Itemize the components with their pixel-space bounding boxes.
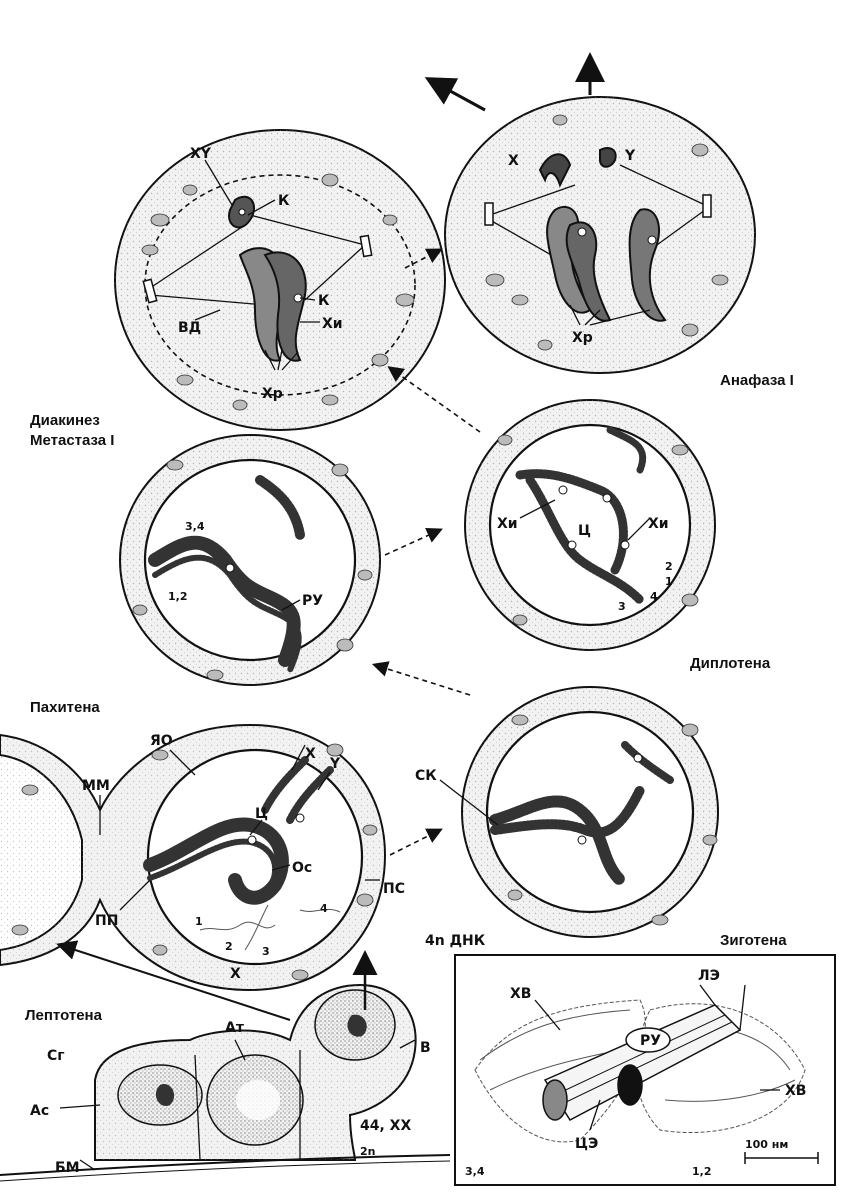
label-centromere: Ц: [578, 523, 591, 539]
label-chiasma: Хи: [497, 516, 518, 532]
dashed-arrow-icon: [371, 248, 481, 856]
stage-title-zygotene: Зиготена: [720, 932, 787, 949]
label-2: 2: [665, 560, 673, 573]
label-synaptonemal-complex: СК: [415, 768, 437, 784]
label-basement-membrane: БМ: [55, 1160, 80, 1176]
anaphase-cell: X Y Хр: [444, 96, 756, 374]
label-kinetochore: К: [318, 293, 330, 309]
stage-title-leptotene: Лептотена: [25, 1007, 103, 1024]
label-dna-4n: 4n ДНК: [425, 933, 486, 949]
label-centromere: Ц: [255, 806, 268, 822]
label-x: X: [305, 746, 316, 762]
label-1-2: 1,2: [692, 1165, 712, 1178]
label-chromatid: Хр: [572, 330, 593, 346]
label-central-element: ЦЭ: [575, 1136, 598, 1152]
label-xy: XY: [190, 146, 212, 162]
label-sex-body: Ос: [292, 860, 312, 876]
arrow-icon: [56, 940, 291, 1021]
stage-title-anaphase: Анафаза I: [720, 372, 794, 389]
label-1: 1: [195, 915, 203, 928]
metaphase-cell: XY К К Хи ВД Хр: [114, 129, 446, 431]
label-y: Y: [329, 756, 341, 772]
label-karyotype: 44, XX: [360, 1118, 411, 1134]
pachytene-cell-upper: 3,4 1,2 РУ: [119, 434, 381, 686]
label-spermatogonium-as: Ас: [30, 1103, 49, 1119]
label-spermatogonium: Сг: [47, 1048, 65, 1064]
label-spindle: ВД: [178, 320, 201, 336]
arrow-icon: [424, 77, 486, 112]
label-x: X: [508, 153, 519, 169]
label-3-4: 3,4: [185, 520, 205, 533]
pachytene-cell: ЯО ММ ПП X Y Ц Ос ПС 1 2 3 4 X: [0, 723, 405, 992]
label-recombination-nodule: РУ: [640, 1033, 661, 1049]
label-2: 2: [225, 940, 233, 953]
label-chiasma: Хи: [322, 316, 343, 332]
label-y: Y: [624, 148, 636, 164]
leptotene-tissue: Сг Ат В Ас БМ 44, XX 2n: [0, 983, 451, 1182]
label-1-2: 1,2: [168, 590, 188, 603]
label-4: 4: [650, 590, 658, 603]
label-3-4: 3,4: [465, 1165, 485, 1178]
label-chromatin-loops: ХВ: [510, 986, 531, 1002]
stage-title-diakinesis: Диакинез Метастаза I: [30, 412, 114, 449]
label-x: X: [230, 966, 241, 982]
label-1: 1: [665, 575, 673, 588]
label-sertoli: ПС: [383, 881, 405, 897]
label-kinetochore: К: [278, 193, 290, 209]
label-nuclear-envelope: ЯО: [150, 733, 173, 749]
label-4: 4: [320, 902, 328, 915]
scale-bar-label: 100 нм: [745, 1138, 788, 1151]
diplotene-cell: Хи Ц Хи 2 1 3 4: [464, 399, 716, 651]
label-chromatin-loops: ХВ: [785, 1083, 806, 1099]
label-spermatogonium-at: Ат: [225, 1020, 245, 1036]
label-3: 3: [262, 945, 270, 958]
label-lateral-element: ЛЭ: [698, 968, 720, 984]
label-2n: 2n: [360, 1145, 376, 1158]
stage-title-pachytene: Пахитена: [30, 699, 100, 716]
label-intercellular-bridge: ММ: [82, 778, 110, 794]
synaptonemal-inset: ХВ ЛЭ РУ ХВ ЦЭ 100 нм 3,4 1,2: [454, 954, 836, 1186]
label-chiasma: Хи: [648, 516, 669, 532]
label-spermatogonium-b: В: [420, 1040, 431, 1056]
stage-title-diplotene: Диплотена: [690, 655, 771, 672]
label-attachment-plate: ПП: [95, 913, 118, 929]
label-chromatid: Хр: [262, 386, 283, 402]
label-3: 3: [618, 600, 626, 613]
zygotene-cell: СК: [415, 686, 719, 938]
label-recombination-nodule: РУ: [302, 593, 323, 609]
